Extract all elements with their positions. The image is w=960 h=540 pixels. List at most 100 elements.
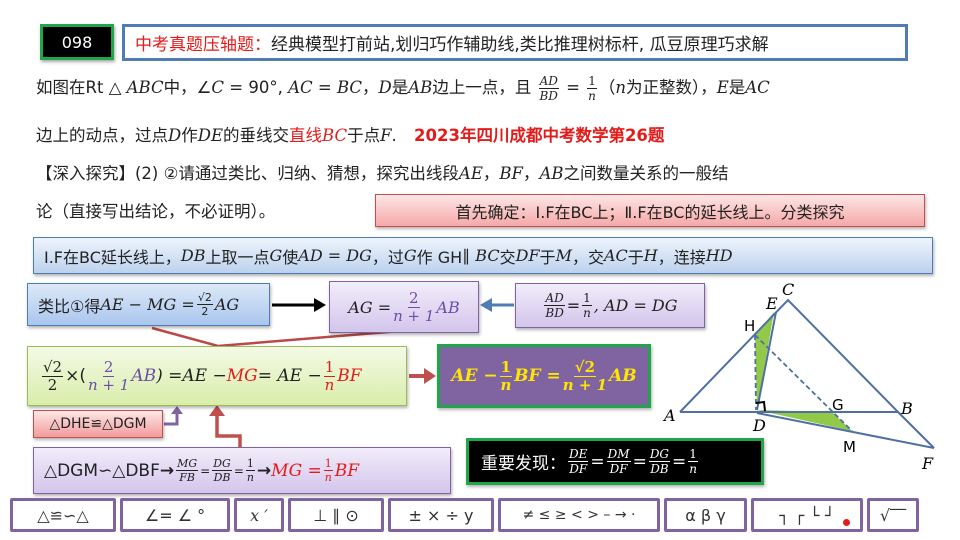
text: = 90°, — [224, 78, 289, 97]
text: 于 — [539, 247, 556, 267]
label-a: A — [662, 406, 676, 425]
text: （ — [598, 78, 616, 97]
label-h: H — [744, 317, 755, 335]
math: AB — [539, 164, 564, 183]
red-dot-icon — [843, 519, 850, 526]
tool-square-root[interactable]: √‾‾ — [867, 498, 919, 532]
math: DB — [180, 246, 206, 265]
text: 边上一点，且 — [432, 78, 532, 97]
shaded-triangle-dgm — [757, 410, 852, 431]
parallel-symbol: ∥ — [462, 246, 471, 265]
title-highlight: 中考真题压轴题： — [135, 35, 271, 55]
highlight-text: 直线 — [289, 126, 323, 145]
text: = — [560, 78, 586, 97]
tool-triangle-symbols[interactable]: △≌∽△ — [10, 498, 116, 532]
classify-text: Ⅰ.F在BC上；Ⅱ.F在BC的延长线上。分类探究 — [535, 202, 845, 222]
text: = — [590, 451, 605, 472]
math: AE — [458, 164, 483, 183]
problem-line-4: 论（直接写出结论，不必证明）。 — [36, 202, 276, 221]
problem-line-1: 如图在Rt △ ABC中，∠C = 90°, AC = BC，D是AB边上一点，… — [36, 74, 770, 102]
math: AC = BC — [288, 78, 363, 97]
math: C — [211, 78, 225, 97]
text: 的垂线交 — [223, 126, 290, 145]
text: = — [233, 463, 244, 478]
symbol-toolbar: △≌∽△ ∠= ∠ ° x ′ ⊥ ∥ ⊙ ± × ÷ y ≠ ≤ ≥ < > … — [10, 498, 919, 534]
math: AE − MG = — [100, 295, 195, 314]
text: ， — [362, 78, 379, 97]
math: M — [555, 246, 572, 265]
triangle-abc — [679, 298, 901, 413]
highlight-math: BF — [337, 366, 362, 386]
tool-right-angle-marks[interactable]: ┐ ┌ └ ┘ — [751, 498, 863, 532]
math: AE − — [182, 366, 227, 386]
text: = — [672, 451, 687, 472]
label-b: B — [900, 399, 913, 418]
label-e: E — [765, 294, 778, 313]
math: = AE − — [257, 366, 322, 386]
math: AB — [609, 366, 637, 386]
tool-comparison-symbols[interactable]: ≠ ≤ ≥ < > – → · — [498, 498, 660, 532]
right-angle-marks-label: ┐ ┌ └ ┘ — [779, 505, 835, 525]
label-d: D — [752, 416, 766, 435]
text: ，交 — [571, 247, 604, 267]
triangle-symbol: △ — [108, 78, 122, 97]
math: H — [643, 246, 658, 265]
math: G — [269, 246, 283, 265]
text: △DGM∽△DBF — [44, 460, 160, 481]
text: ，过 — [371, 247, 404, 267]
math: E — [716, 78, 729, 97]
title-banner: 中考真题压轴题： 经典模型打前站,划归巧作辅助线,类比推理树标杆, 瓜豆原理巧求… — [122, 24, 908, 61]
math: AC — [745, 78, 770, 97]
highlight-math: MG = — [271, 460, 322, 481]
congruent-box: △DHE≌△DGM — [33, 410, 163, 438]
math: DE — [197, 126, 224, 145]
highlight-math: BC — [322, 126, 348, 145]
label-c: C — [782, 280, 794, 299]
math: D — [378, 78, 392, 97]
math: , AD = DG — [593, 296, 678, 315]
arrow-icon: → — [159, 460, 175, 481]
text: 边上的动点，过点 — [36, 126, 168, 145]
math: AC — [603, 246, 628, 265]
label-m: M — [843, 438, 856, 456]
math: ABC — [126, 78, 164, 97]
math: G — [403, 246, 417, 265]
math: AE − — [451, 366, 498, 386]
text: = — [200, 463, 211, 478]
math: AB — [408, 78, 433, 97]
text: 使 — [282, 247, 299, 267]
tool-arithmetic-symbols[interactable]: ± × ÷ y — [388, 498, 494, 532]
text: ， — [522, 164, 540, 183]
text: 于 — [627, 247, 644, 267]
tool-perpendicular-parallel-circle[interactable]: ⊥ ∥ ⊙ — [288, 498, 384, 532]
tool-greek-letters[interactable]: α β γ — [664, 498, 747, 532]
tool-variable-prime[interactable]: x ′ — [234, 498, 284, 532]
math: HD — [705, 246, 733, 265]
math: BF = — [514, 366, 561, 386]
text: Ⅰ.F在BC延长线上， — [44, 247, 181, 267]
problem-line-2: 边上的动点，过点D作DE的垂线交直线BC于点F. 2023年四川成都中考数学第2… — [36, 122, 664, 146]
text: = — [566, 296, 581, 315]
tool-angle-symbols[interactable]: ∠= ∠ ° — [120, 498, 230, 532]
math: AB — [436, 297, 460, 317]
text: ，连接 — [657, 247, 706, 267]
text: 作 GH — [416, 247, 463, 267]
